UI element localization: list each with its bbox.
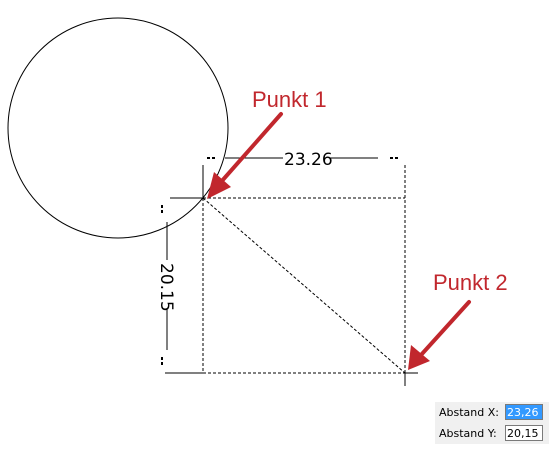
abstand-x-input[interactable] [505,404,543,420]
callout-punkt-1: Punkt 1 [252,87,327,112]
abstand-y-label: Abstand Y: [439,427,497,440]
distance-box [202,165,406,374]
abstand-y-input[interactable] [505,425,543,441]
abstand-x-label: Abstand X: [439,406,499,419]
circle-shape [7,17,229,239]
abstand-y-row: Abstand Y: [435,424,549,444]
arrow-punkt-2-icon [408,300,471,370]
abstand-x-row: Abstand X: [435,403,549,423]
dimension-y-label: 20.15 [156,263,176,312]
arrow-punkt-1-icon [207,112,283,199]
callout-punkt-2: Punkt 2 [433,270,508,295]
dimension-x-label: 23.26 [284,150,333,170]
abstand-panel: Abstand X: Abstand Y: [435,402,549,444]
dimension-x [202,157,398,198]
dimension-y [161,197,203,374]
